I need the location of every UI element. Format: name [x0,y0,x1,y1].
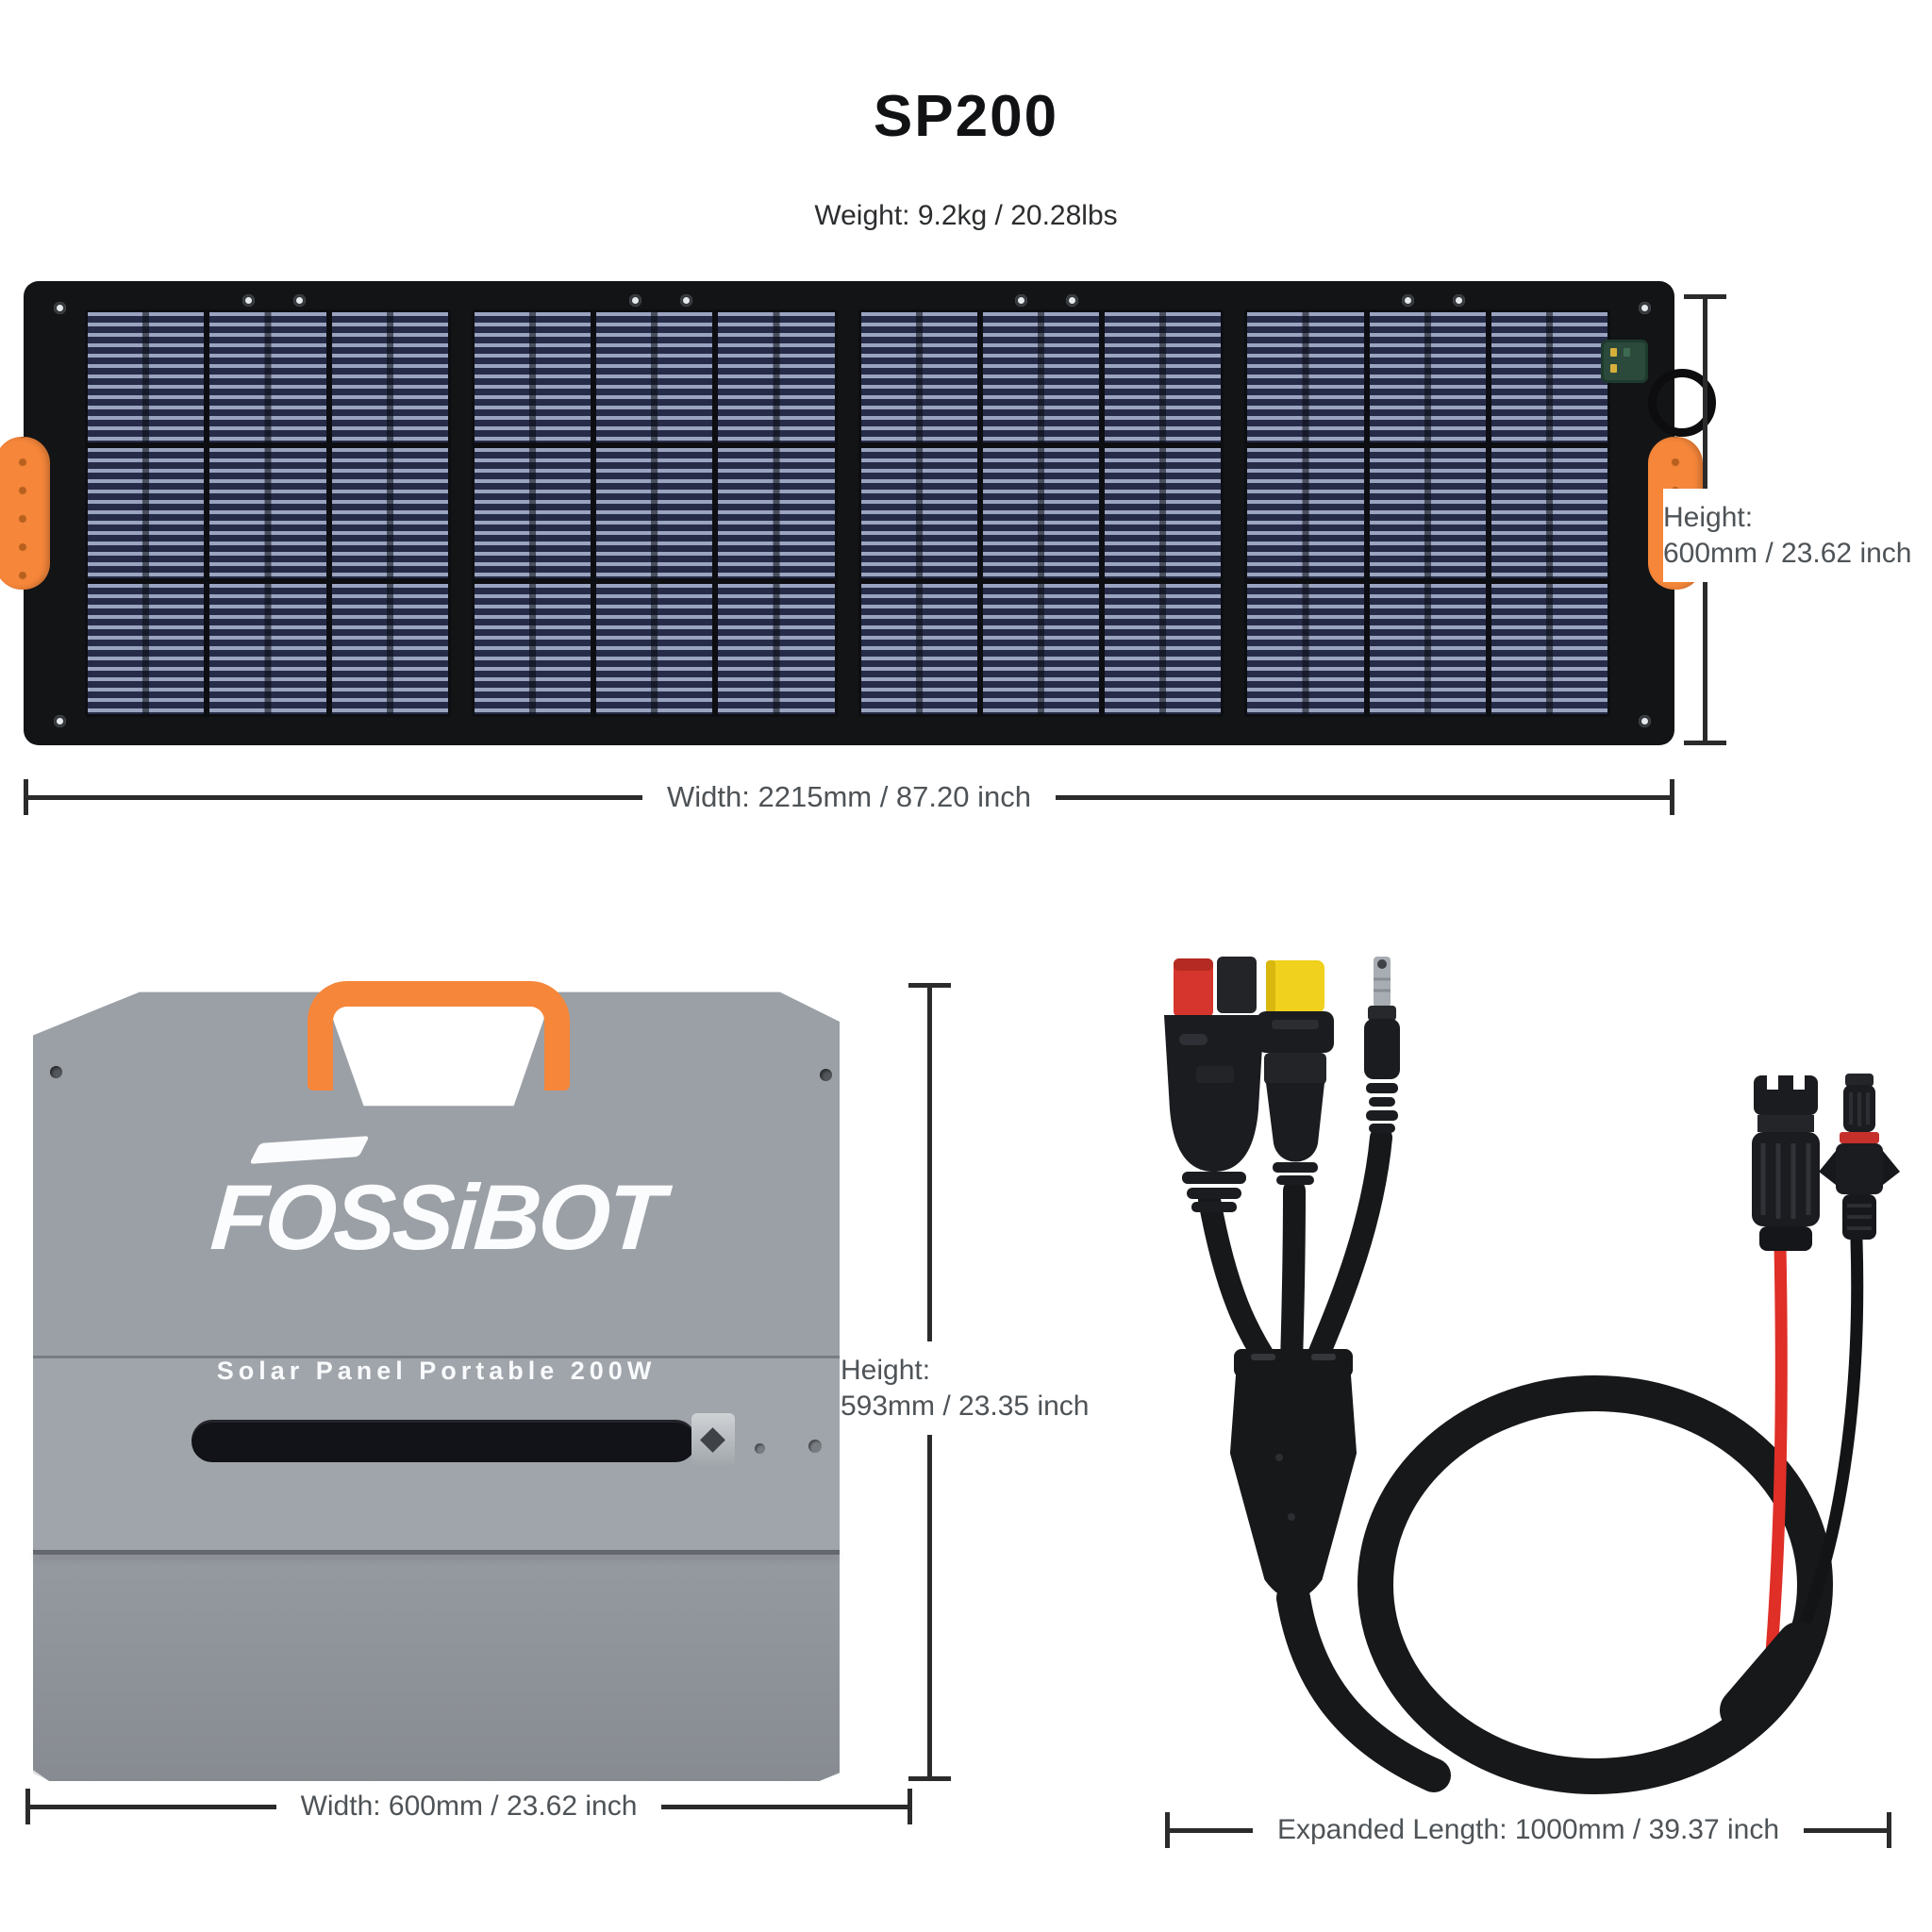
grommet-hole [680,294,692,307]
black-wire [1784,1234,1864,1662]
rivet [820,1069,832,1081]
strap-buckle [691,1413,735,1468]
grommet-hole [1015,294,1027,307]
folded-panel-graphic: FOSSiBOT Solar Panel Portable 200W [33,979,840,1781]
weight-text: Weight: 9.2kg / 20.28lbs [814,200,1118,231]
product-tagline: Solar Panel Portable 200W [216,1357,657,1385]
hanging-ring-icon [1648,369,1716,437]
unfolded-width-label: Width: 2215mm / 87.20 inch [667,780,1031,813]
folded-height-label: Height: 593mm / 23.35 inch [841,1341,1195,1435]
case-lower-flap [33,1555,840,1781]
grommet-hole [54,302,66,314]
panel-section [1244,309,1610,717]
panel-section [471,309,838,717]
strap [192,1420,696,1462]
brand-logo: FOSSiBOT [208,1165,665,1269]
carry-handle [308,981,570,1091]
grommet-hole [1453,294,1465,307]
red-wire [1765,1239,1788,1659]
grommet-hole [1639,715,1651,727]
case-fold-seam [33,1550,840,1555]
wire-sleeve [1720,1622,1822,1733]
xt60-connector [1257,960,1334,1185]
grommet-hole [54,715,66,727]
grommet-hole [629,294,641,307]
unfolded-height-label: Height: 600mm / 23.62 inch [1663,489,1932,582]
anderson-connector [1164,957,1264,1212]
left-handle [0,437,50,590]
screw [808,1440,822,1453]
unfolded-panel-graphic [0,281,1716,745]
grommet-hole [1402,294,1414,307]
grommet-hole [293,294,306,307]
folded-width-label: Width: 600mm / 23.62 inch [300,1790,638,1822]
folded-width-dimension: Width: 600mm / 23.62 inch [25,1789,912,1824]
grommet-hole [1066,294,1078,307]
case-body [33,991,840,1781]
output-port-pocket [1601,340,1648,383]
grommet-hole [242,294,255,307]
mc4-connector-female [1819,1074,1900,1240]
cable-length-dimension: Expanded Length: 1000mm / 39.37 inch [1165,1812,1892,1848]
page-title: SP200 [873,84,1059,149]
panel-cells [85,309,1610,717]
dc-barrel-connector [1364,957,1400,1133]
cable-length-label: Expanded Length: 1000mm / 39.37 inch [1276,1814,1780,1845]
cable-graphic [1164,957,1900,1794]
unfolded-width-dimension: Width: 2215mm / 87.20 inch [24,779,1675,815]
y-splitter-block [1230,1349,1357,1599]
grommet-hole [1639,302,1651,314]
screw [755,1443,765,1454]
mc4-connector-male [1752,1075,1820,1251]
panel-section [85,309,451,717]
rivet [50,1066,62,1078]
panel-section [858,309,1224,717]
